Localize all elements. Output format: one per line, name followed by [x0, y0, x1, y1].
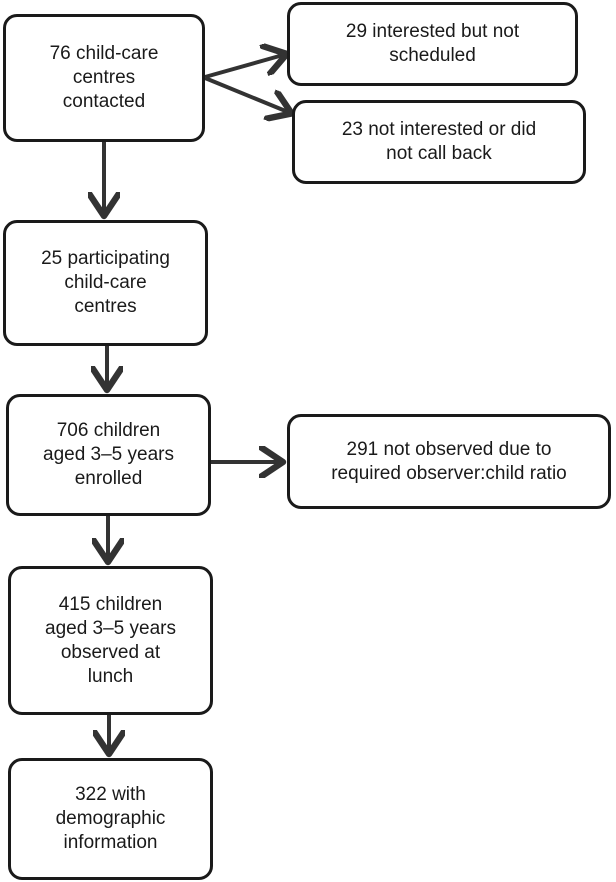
node-label: 322 with demographic information — [55, 784, 166, 853]
node-participating-centres: 25 participating child-care centres — [3, 220, 208, 346]
node-label: 23 not interested or did not call back — [341, 119, 537, 164]
node-centres-contacted: 76 child-care centres contacted — [3, 14, 205, 142]
node-not-interested: 23 not interested or did not call back — [292, 100, 586, 184]
node-observed-at-lunch: 415 children aged 3–5 years observed at … — [8, 566, 213, 715]
node-label: 76 child-care centres contacted — [49, 43, 159, 112]
node-label: 415 children aged 3–5 years observed at … — [45, 593, 176, 687]
node-label: 29 interested but not scheduled — [345, 21, 520, 66]
node-label: 291 not observed due to required observe… — [331, 438, 567, 484]
arrow-contacted-to-not-interested — [204, 76, 288, 112]
arrow-contacted-to-interested — [204, 55, 283, 79]
node-label: 706 children aged 3–5 years enrolled — [43, 420, 174, 489]
node-not-observed: 291 not observed due to required observe… — [287, 414, 611, 509]
node-demographic-information: 322 with demographic information — [8, 758, 213, 880]
node-label: 25 participating child-care centres — [41, 248, 170, 317]
node-children-enrolled: 706 children aged 3–5 years enrolled — [6, 394, 211, 516]
node-interested-not-scheduled: 29 interested but not scheduled — [287, 2, 578, 86]
